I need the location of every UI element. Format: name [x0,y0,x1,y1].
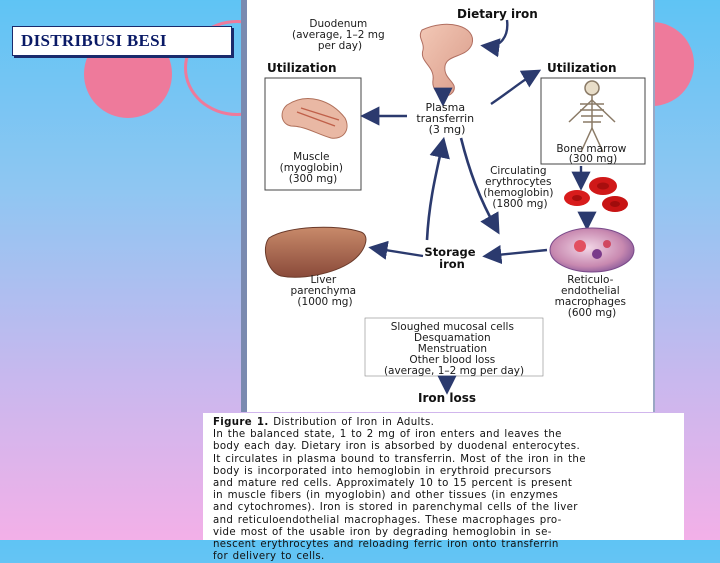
macrophage-illustration [549,227,635,273]
duodenum-label: Duodenum (average, 1–2 mg per day) [292,18,388,52]
caption-line: nescent erythrocytes and reloading ferri… [213,539,559,551]
storage-to-plasma-arrow [425,136,450,241]
dietary-iron-label: Dietary iron [457,7,538,21]
figure-caption: Figure 1. Distribution of Iron in Adults… [203,413,684,562]
iron-distribution-figure: Dietary iron Duodenum (average, 1–2 mg p… [241,0,655,412]
utilization-left-heading: Utilization [267,61,337,75]
caption-line: and mature red cells. Approximately 10 t… [213,478,573,490]
caption-line: in muscle fibers (in myoglobin) and othe… [213,490,559,502]
iron-loss-label: Iron loss [418,391,476,405]
caption-figure-label: Figure 1. [213,417,269,428]
utilization-right-heading: Utilization [547,61,617,75]
caption-heading: Figure 1. Distribution of Iron in Adults… [213,417,674,429]
reticuloendothelial-label: Reticulo- endothelial macrophages (600 m… [555,274,630,319]
slide-title: DISTRIBUSI BESI [12,26,232,56]
caption-line: In the balanced state, 1 to 2 mg of iron… [213,429,562,441]
caption-title: Distribution of Iron in Adults. [273,417,435,428]
circulating-erythrocytes-label: Circulating erythrocytes (hemoglobin) (1… [483,165,557,210]
plasma-transferrin-label: Plasma transferrin (3 mg) [416,101,477,136]
caption-line: body each day. Dietary iron is absorbed … [213,441,581,453]
muscle-illustration [281,98,348,139]
iron-distribution-diagram: Dietary iron Duodenum (average, 1–2 mg p… [264,7,646,405]
caption-line: body is incorporated into hemoglobin in … [213,465,552,477]
bone-marrow-label: Bone marrow (300 mg) [556,143,629,165]
caption-line: and reticuloendothelial macrophages. The… [213,514,562,526]
plasma-to-marrow-arrow [490,69,542,105]
skeleton-illustration [568,80,616,153]
duodenum-illustration [419,23,473,97]
storage-iron-label: Storage iron [424,245,479,271]
macrophage-to-storage-arrow [482,245,548,265]
red-blood-cells-illustration [564,177,628,212]
storage-to-liver-arrow [368,240,424,260]
muscle-box [264,77,362,191]
iron-loss-sources: Sloughed mucosal cells Desquamation Mens… [384,321,524,377]
caption-line: It circulates in plasma bound to transfe… [213,453,586,465]
liver-illustration [265,226,367,278]
dietary-intake-arrow [480,19,509,58]
caption-line: for delivery to cells. [213,551,325,563]
liver-label: Liver parenchyma (1000 mg) [291,274,360,308]
caption-line: vide most of the usable iron by degradin… [213,526,552,538]
caption-line: and cytochromes). Iron is stored in pare… [213,502,578,514]
iron-loss-sources-box [364,317,544,377]
plasma-to-storage-arrow [459,137,500,235]
muscle-label: Muscle (myoglobin) (300 mg) [280,151,347,185]
